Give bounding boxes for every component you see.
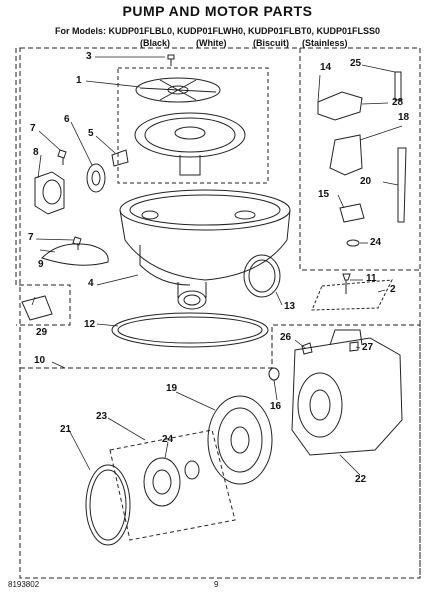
callout-23: 24 xyxy=(162,434,174,445)
callout-17: 18 xyxy=(398,112,410,123)
part-24 xyxy=(346,239,360,247)
callout-7b: 7 xyxy=(28,232,34,243)
outer-border xyxy=(19,47,421,579)
part-19 xyxy=(397,147,407,223)
part-6 xyxy=(86,163,106,193)
part-4-pump-housing xyxy=(119,189,291,310)
part-12-gasket xyxy=(243,254,281,298)
color-white: (White) xyxy=(196,38,227,48)
callout-27: 27 xyxy=(362,342,374,353)
callout-28: 28 xyxy=(392,97,404,108)
callout-8: 8 xyxy=(33,147,39,158)
callout-9: 9 xyxy=(38,259,44,270)
part-11-screw xyxy=(342,273,351,294)
callout-5: 5 xyxy=(88,128,94,139)
callout-2: 2 xyxy=(390,284,396,295)
part-15 xyxy=(339,203,365,223)
part-27 xyxy=(349,341,359,352)
callout-1: 1 xyxy=(76,75,82,86)
color-black: (Black) xyxy=(140,38,171,48)
color-stainless: (Stainless) xyxy=(302,38,348,48)
part-29 xyxy=(21,295,53,321)
color-biscuit: (Biscuit) xyxy=(253,38,289,48)
callout-3: 3 xyxy=(86,51,92,62)
callout-19: 20 xyxy=(360,176,372,187)
callout-18: 19 xyxy=(166,383,178,394)
part-1-filter xyxy=(134,77,246,176)
part-18-volute xyxy=(207,395,273,485)
part-17 xyxy=(329,134,363,176)
part-26 xyxy=(301,342,313,355)
part-8 xyxy=(34,171,65,215)
callout-16: 16 xyxy=(270,401,282,412)
callout-12: 13 xyxy=(284,301,296,312)
callout-24: 24 xyxy=(370,237,382,248)
callout-21: 21 xyxy=(60,424,72,435)
part-16 xyxy=(268,367,280,381)
callout-25: 25 xyxy=(350,58,362,69)
callout-14: 14 xyxy=(320,62,332,73)
callout-7: 7 xyxy=(30,123,36,134)
part-5 xyxy=(111,149,129,167)
callout-15: 15 xyxy=(318,189,330,200)
doc-number: 8193802 xyxy=(8,580,40,589)
part-20-motor xyxy=(291,329,403,456)
callout-29: 29 xyxy=(36,327,48,338)
part-28 xyxy=(317,91,363,121)
part-21-seal xyxy=(85,464,131,546)
models-line: For Models: KUDP01FLBL0, KUDP01FLWH0, KU… xyxy=(54,26,381,36)
callout-4: 4 xyxy=(88,278,94,289)
part-3-screw xyxy=(167,54,175,66)
part-23-impeller xyxy=(143,457,200,507)
part-13-ring xyxy=(111,312,269,348)
callout-26: 26 xyxy=(280,332,292,343)
page-title: PUMP AND MOTOR PARTS xyxy=(122,3,313,19)
callout-6: 6 xyxy=(64,114,70,125)
callout-11: 11 xyxy=(366,273,377,284)
part-9-bracket xyxy=(41,243,109,266)
part-25 xyxy=(394,71,402,101)
callout-13: 12 xyxy=(84,319,96,330)
callout-22: 23 xyxy=(96,411,108,422)
page-number: 9 xyxy=(214,580,219,589)
callout-20: 22 xyxy=(355,474,367,485)
callout-10: 10 xyxy=(34,355,46,366)
